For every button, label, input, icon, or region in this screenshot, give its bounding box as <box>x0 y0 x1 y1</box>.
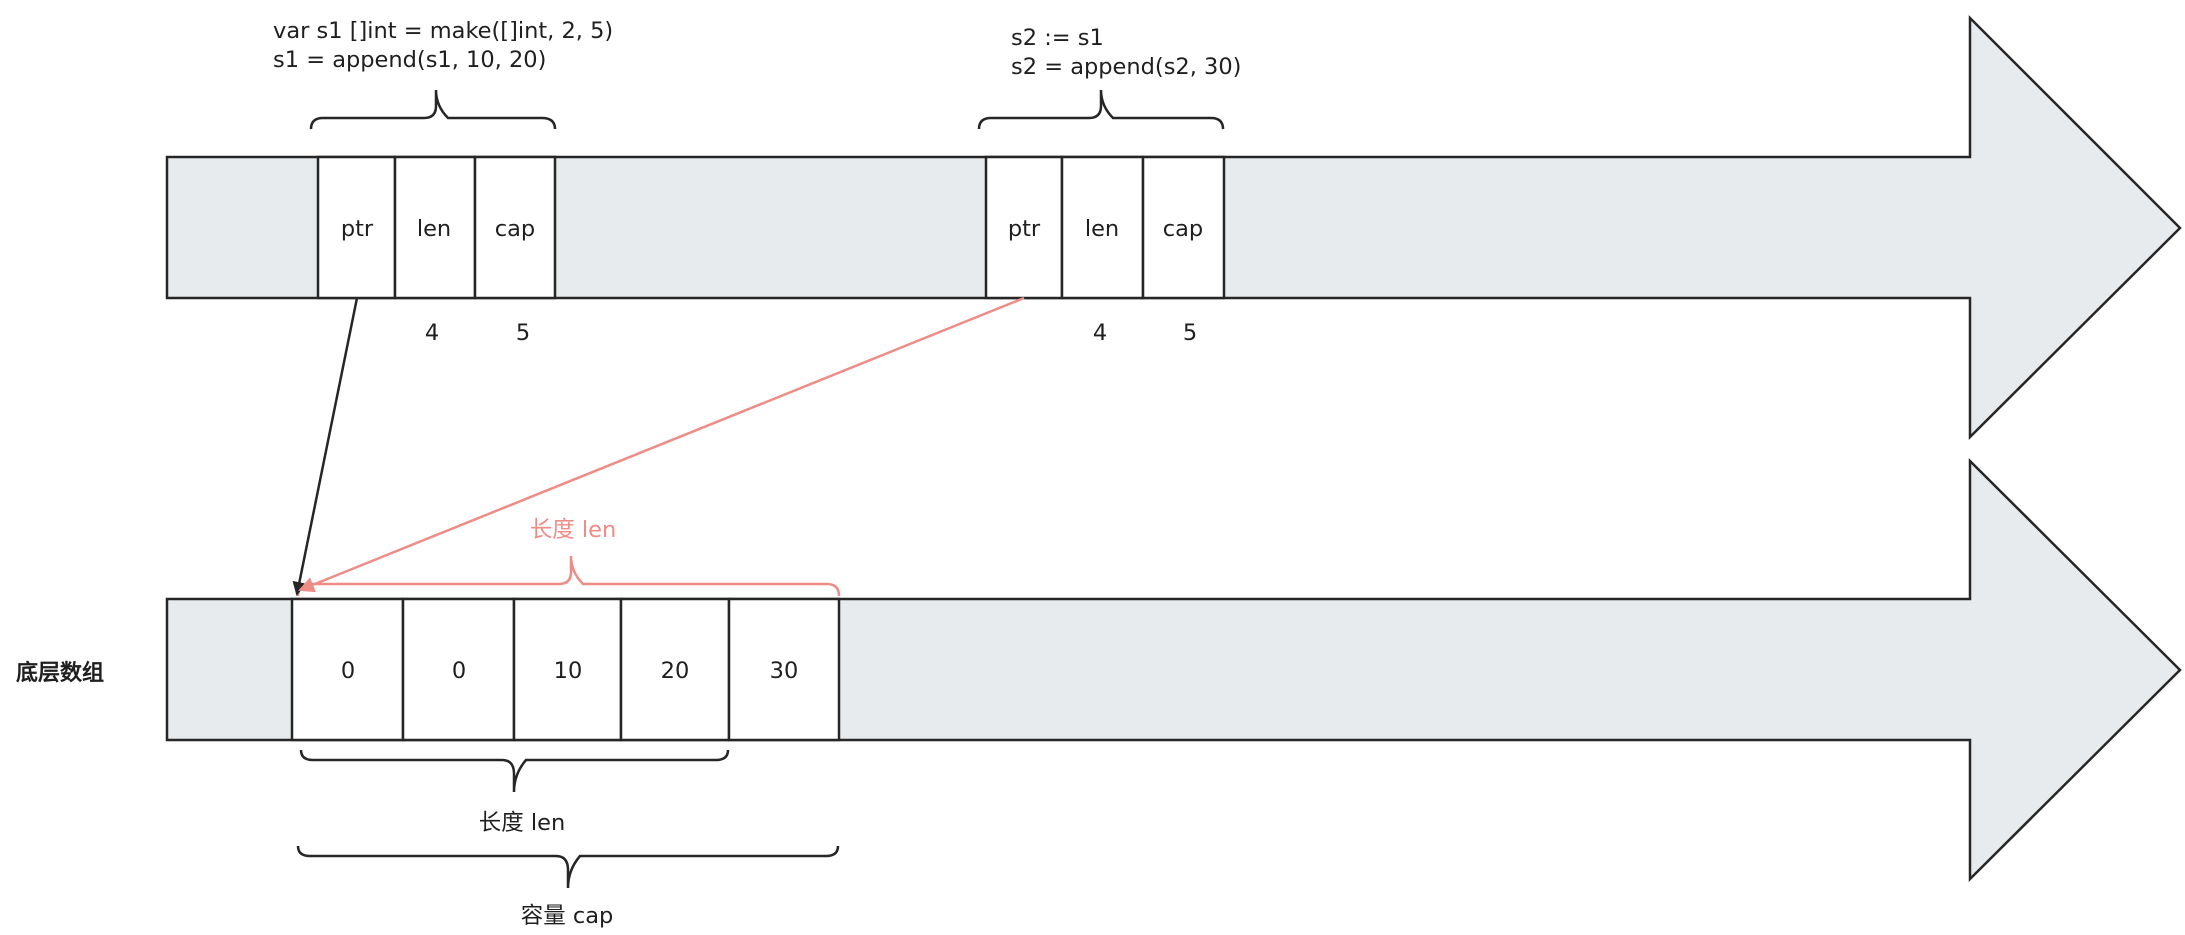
array-value-0: 0 <box>341 658 355 684</box>
s2-code-line-2: s2 = append(s2, 30) <box>1011 54 1241 80</box>
array-cell-0 <box>290 597 405 742</box>
s1-length-brace <box>299 749 730 793</box>
underlying-array-label: 底层数组 <box>16 660 104 686</box>
s2-length-brace <box>296 555 841 597</box>
s1-cap-label: cap <box>495 216 535 242</box>
s2-len-label: len <box>1085 216 1119 242</box>
s2-ptr-label: ptr <box>1008 216 1041 242</box>
s1-code-brace <box>309 89 557 130</box>
s2-ptr-arrow <box>298 296 1025 593</box>
s2-cap-value: 5 <box>1183 320 1197 346</box>
array-value-4: 30 <box>770 658 799 684</box>
s2-code-line-1: s2 := s1 <box>1011 25 1104 51</box>
s1-ptr-arrow <box>292 297 359 596</box>
array-cell-4 <box>727 597 841 742</box>
s2-cap-cell <box>1141 155 1226 300</box>
s1-ptr-label: ptr <box>341 216 374 242</box>
array-value-1: 0 <box>452 658 466 684</box>
s1-slice-header: var s1 []int = make([]int, 2, 5) s1 = ap… <box>273 18 613 346</box>
array-cell-1 <box>401 597 516 742</box>
s2-len-value: 4 <box>1093 320 1107 346</box>
array-value-3: 20 <box>661 658 690 684</box>
s1-len-value: 4 <box>425 320 439 346</box>
s1-code-line-2: s1 = append(s1, 10, 20) <box>273 47 546 73</box>
s1-len-label: len <box>417 216 451 242</box>
s1-code-line-1: var s1 []int = make([]int, 2, 5) <box>273 18 613 44</box>
s2-length-label: 长度 len <box>530 517 617 543</box>
s2-code-brace <box>977 89 1225 130</box>
s2-slice-header: s2 := s1 s2 = append(s2, 30) ptr len cap… <box>977 25 1241 346</box>
capacity-brace <box>296 845 840 889</box>
underlying-array: 底层数组 0 0 10 20 30 长度 len 长度 len 容量 cap <box>16 517 841 929</box>
s1-cap-value: 5 <box>516 320 530 346</box>
s1-length-label: 长度 len <box>479 810 566 836</box>
s1-cap-cell <box>473 155 557 300</box>
array-value-2: 10 <box>554 658 583 684</box>
s2-len-cell <box>1060 155 1145 300</box>
array-cell-3 <box>619 597 731 742</box>
s2-cap-label: cap <box>1163 216 1203 242</box>
s2-ptr-cell <box>984 155 1064 300</box>
capacity-label: 容量 cap <box>521 903 614 929</box>
